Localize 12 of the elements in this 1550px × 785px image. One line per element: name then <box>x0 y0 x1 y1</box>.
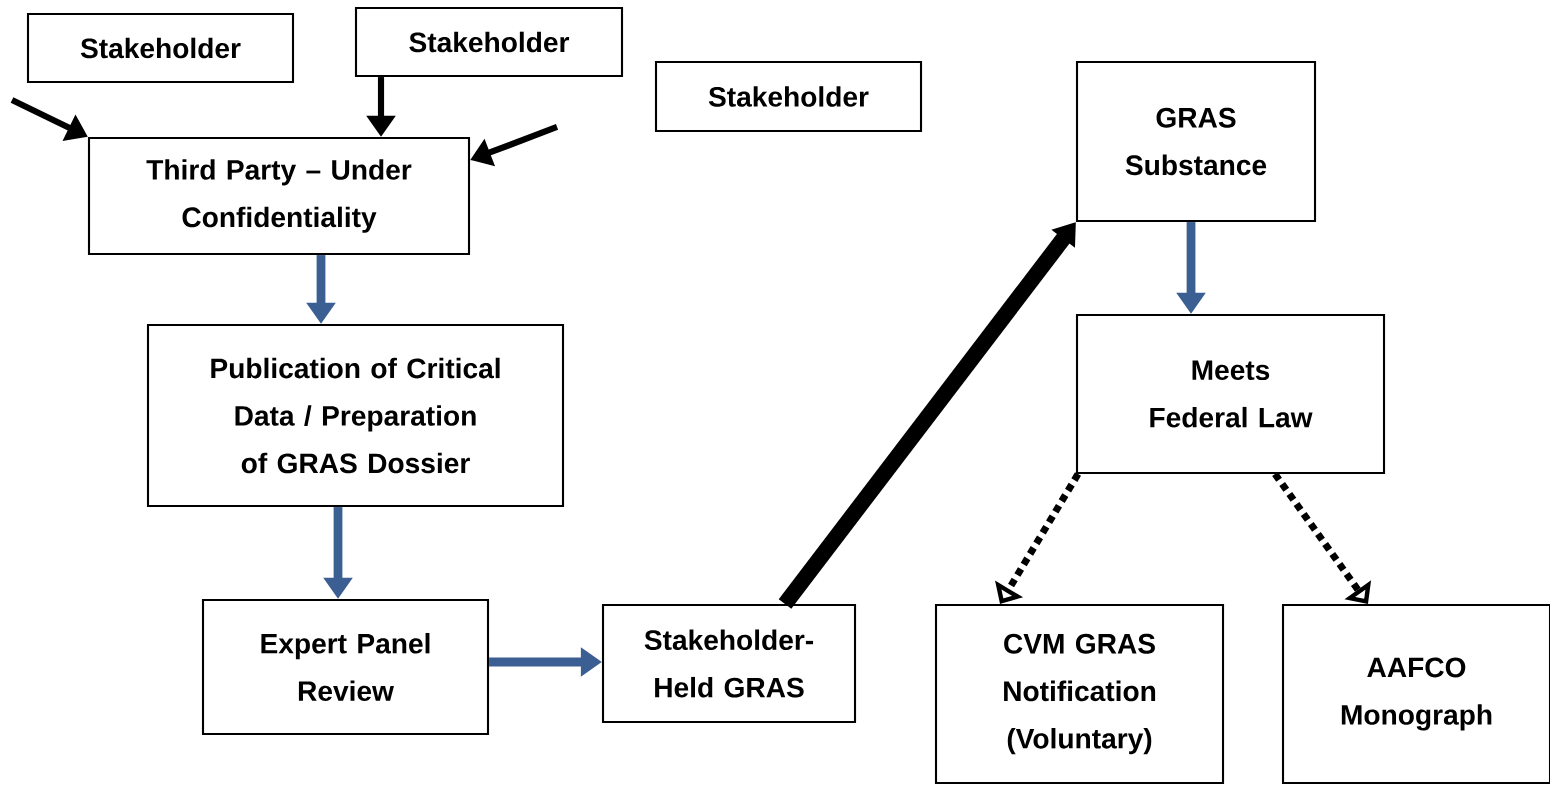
process-box: CVM GRAS Notification (Voluntary) <box>934 603 1225 785</box>
process-box: Meets Federal Law <box>1075 313 1386 475</box>
process-box: Stakeholder <box>654 60 923 133</box>
process-box: Publication of Critical Data / Preparation of GRAS Dossier <box>146 323 565 508</box>
arrow <box>1272 472 1372 604</box>
process-box: Stakeholder <box>354 6 624 78</box>
process-box: AAFCO Monograph <box>1281 603 1550 785</box>
process-box: GRAS Substance <box>1075 60 1317 223</box>
process-box: Third Party – Under Confidentiality <box>87 136 471 256</box>
process-box: Stakeholder-Held GRAS <box>601 603 857 724</box>
process-box: Stakeholder <box>26 12 295 84</box>
process-box: Expert Panel Review <box>201 598 490 736</box>
